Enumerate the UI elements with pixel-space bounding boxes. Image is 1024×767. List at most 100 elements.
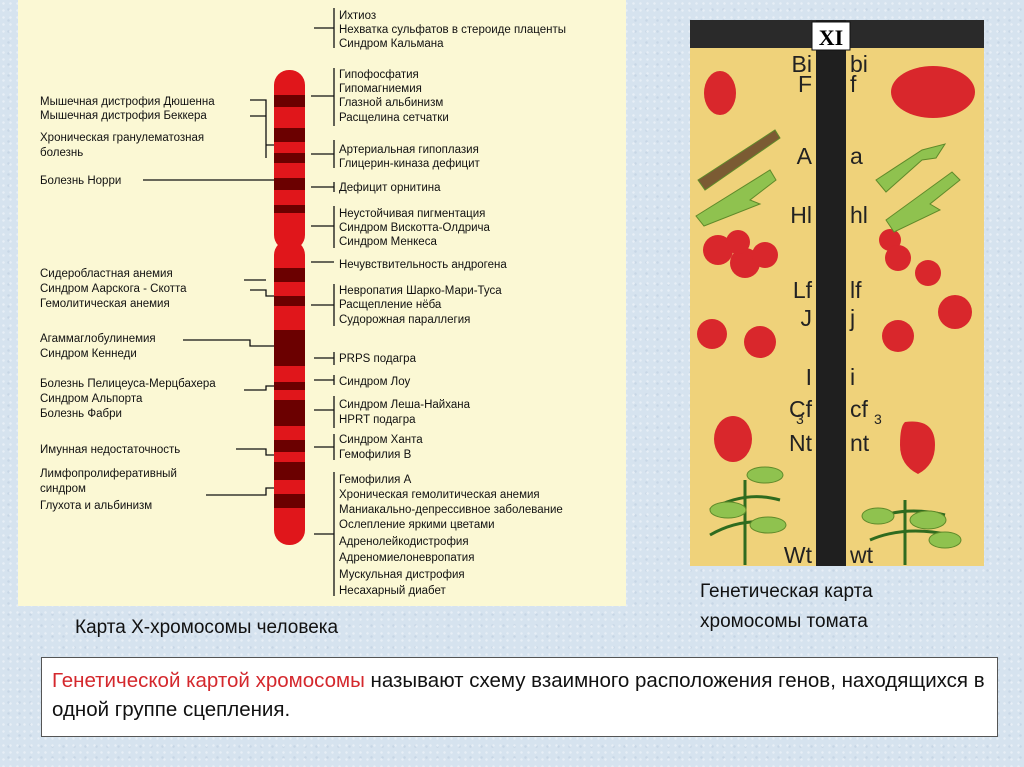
- chromosome-label: XI: [819, 25, 843, 50]
- right-gene-label: Гемофилия А: [339, 474, 412, 486]
- chromosome-label-box: [811, 21, 851, 51]
- right-gene-label: PRPS подагра: [339, 353, 417, 365]
- right-gene-label: Гипомагниемия: [339, 83, 422, 95]
- tomato-right-gene: a: [850, 143, 863, 169]
- left-gene-label: Синдром Альпорта: [40, 393, 143, 405]
- right-gene-label: Неустойчивая пигментация: [339, 208, 485, 220]
- right-gene-label: Невропатия Шарко-Мари-Туса: [339, 285, 502, 297]
- left-gene-label: Агаммаглобулинемия: [40, 333, 156, 345]
- right-gene-label: Ослепление яркими цветами: [339, 519, 495, 531]
- tomato-right-gene: f: [850, 71, 857, 97]
- right-gene-label: Синдром Менкеса: [339, 236, 437, 248]
- right-gene-label: Гипофосфатия: [339, 69, 419, 81]
- right-gene-label: Маниакально-депрессивное заболевание: [339, 504, 563, 516]
- right-gene-label: Судорожная параллегия: [339, 314, 470, 326]
- right-gene-label: Несахарный диабет: [339, 585, 446, 597]
- cf-subscript: 3: [874, 411, 882, 427]
- jointed-fruit-icon: [697, 319, 727, 349]
- left-gene-label: синдром: [40, 483, 86, 495]
- left-gene-label: Синдром Аарскога - Скотта: [40, 283, 187, 295]
- left-gene-label: болезнь: [40, 147, 83, 159]
- right-gene-label: HPRT подагра: [339, 414, 416, 426]
- tomato-right-gene: cf: [850, 396, 869, 422]
- stem-icon: [697, 129, 781, 191]
- right-gene-label: Дефицит орнитина: [339, 182, 441, 194]
- right-gene-label: Гемофилия В: [339, 449, 412, 461]
- tomato-right-gene: hl: [850, 202, 868, 228]
- left-gene-label: Хроническая гранулематозная: [40, 132, 204, 144]
- right-gene-label: Синдром Кальмана: [339, 38, 444, 50]
- right-gene-label: Ихтиоз: [339, 10, 376, 22]
- right-gene-label: Нечувствительность андрогена: [339, 259, 507, 271]
- right-gene-label: Расщелина сетчатки: [339, 112, 449, 124]
- left-gene-label: Глухота и альбинизм: [40, 500, 152, 512]
- left-gene-label: Синдром Кеннеди: [40, 348, 137, 360]
- right-gene-label: Глицерин-киназа дефицит: [339, 158, 481, 170]
- left-gene-label: Мышечная дистрофия Беккера: [40, 110, 207, 122]
- right-gene-label: Синдром Леша-Найхана: [339, 399, 471, 411]
- right-gene-label: Расщепление нёба: [339, 299, 442, 311]
- left-gene-label: Сидеробластная анемия: [40, 268, 173, 280]
- definition-box: Генетической картой хромосомы называют с…: [41, 657, 998, 737]
- x-map-caption: Карта Х-хромосомы человека: [75, 617, 339, 638]
- right-gene-label: Синдром Вискотта-Олдрича: [339, 222, 491, 234]
- tomato-right-gene: i: [850, 364, 855, 390]
- tomato-map-caption: Генетическая карта хромосомы томата: [700, 577, 873, 637]
- leaf-icon: [885, 171, 961, 233]
- leaf-icon: [695, 169, 777, 227]
- tomato-left-gene: Cf: [789, 396, 813, 422]
- jointless-fruit-icon: [882, 320, 914, 352]
- tomato-right-gene: lf: [850, 277, 862, 303]
- tomato-caption-line-1: Генетическая карта: [700, 581, 873, 602]
- definition-text: называют схему взаимного расположения ге…: [52, 669, 985, 721]
- right-connectors: [311, 8, 335, 596]
- tomato-caption-line-2: хромосомы томата: [700, 611, 868, 632]
- tomato-left-gene: Nt: [789, 430, 813, 456]
- left-gene-label: Болезнь Норри: [40, 175, 121, 187]
- right-gene-label: Хроническая гемолитическая анемия: [339, 489, 540, 501]
- right-gene-label: Синдром Лоу: [339, 376, 410, 388]
- round-fruit-icon: [704, 71, 736, 115]
- leaf-icon: [875, 143, 947, 193]
- fruit-icon: [714, 416, 752, 462]
- right-gene-label: Адренолейкодистрофия: [339, 536, 469, 548]
- tomato-left-gene: F: [798, 71, 812, 97]
- tomato-left-gene: I: [806, 364, 812, 390]
- chromosome-bands: [274, 95, 305, 508]
- tomato-left-gene: Hl: [790, 202, 812, 228]
- tomato-right-genes: bif a hl lfj i cf nt wt 3: [849, 51, 882, 566]
- right-gene-label: Адреномиелоневропатия: [339, 552, 474, 564]
- left-gene-label: Болезнь Пелицеуса-Мерцбахера: [40, 378, 216, 390]
- left-gene-label: Лимфопролиферативный: [40, 468, 177, 480]
- tomato-right-gene: bi: [850, 51, 868, 77]
- right-gene-label: Артериальная гипоплазия: [339, 144, 479, 156]
- tomato-right-gene: nt: [850, 430, 870, 456]
- fruit-icons: [697, 66, 975, 474]
- left-connectors: [143, 99, 274, 496]
- leaf-icons: [695, 129, 962, 565]
- cf-subscript: 3: [796, 411, 804, 427]
- tomato-right-gene: wt: [849, 542, 874, 566]
- tomato-left-gene: Lf: [793, 277, 813, 303]
- pointed-fruit-icon: [900, 421, 935, 474]
- right-gene-label: Мускульная дистрофия: [339, 569, 465, 581]
- tomato-cluster-icon: [703, 235, 733, 265]
- left-gene-label: Имунная недостаточность: [40, 444, 180, 456]
- tomato-chromosome-bar: [816, 20, 846, 566]
- right-gene-label: Глазной альбинизм: [339, 97, 443, 109]
- definition-term: Генетической картой хромосомы: [52, 669, 365, 692]
- x-chromosome: [274, 70, 305, 545]
- left-gene-label: Болезнь Фабри: [40, 408, 122, 420]
- tomato-left-gene: Wt: [784, 542, 813, 566]
- tomato-left-gene: A: [797, 143, 813, 169]
- flat-fruit-icon: [891, 66, 975, 118]
- tomato-left-gene: Bi: [792, 51, 812, 77]
- tomato-right-gene: j: [849, 305, 855, 331]
